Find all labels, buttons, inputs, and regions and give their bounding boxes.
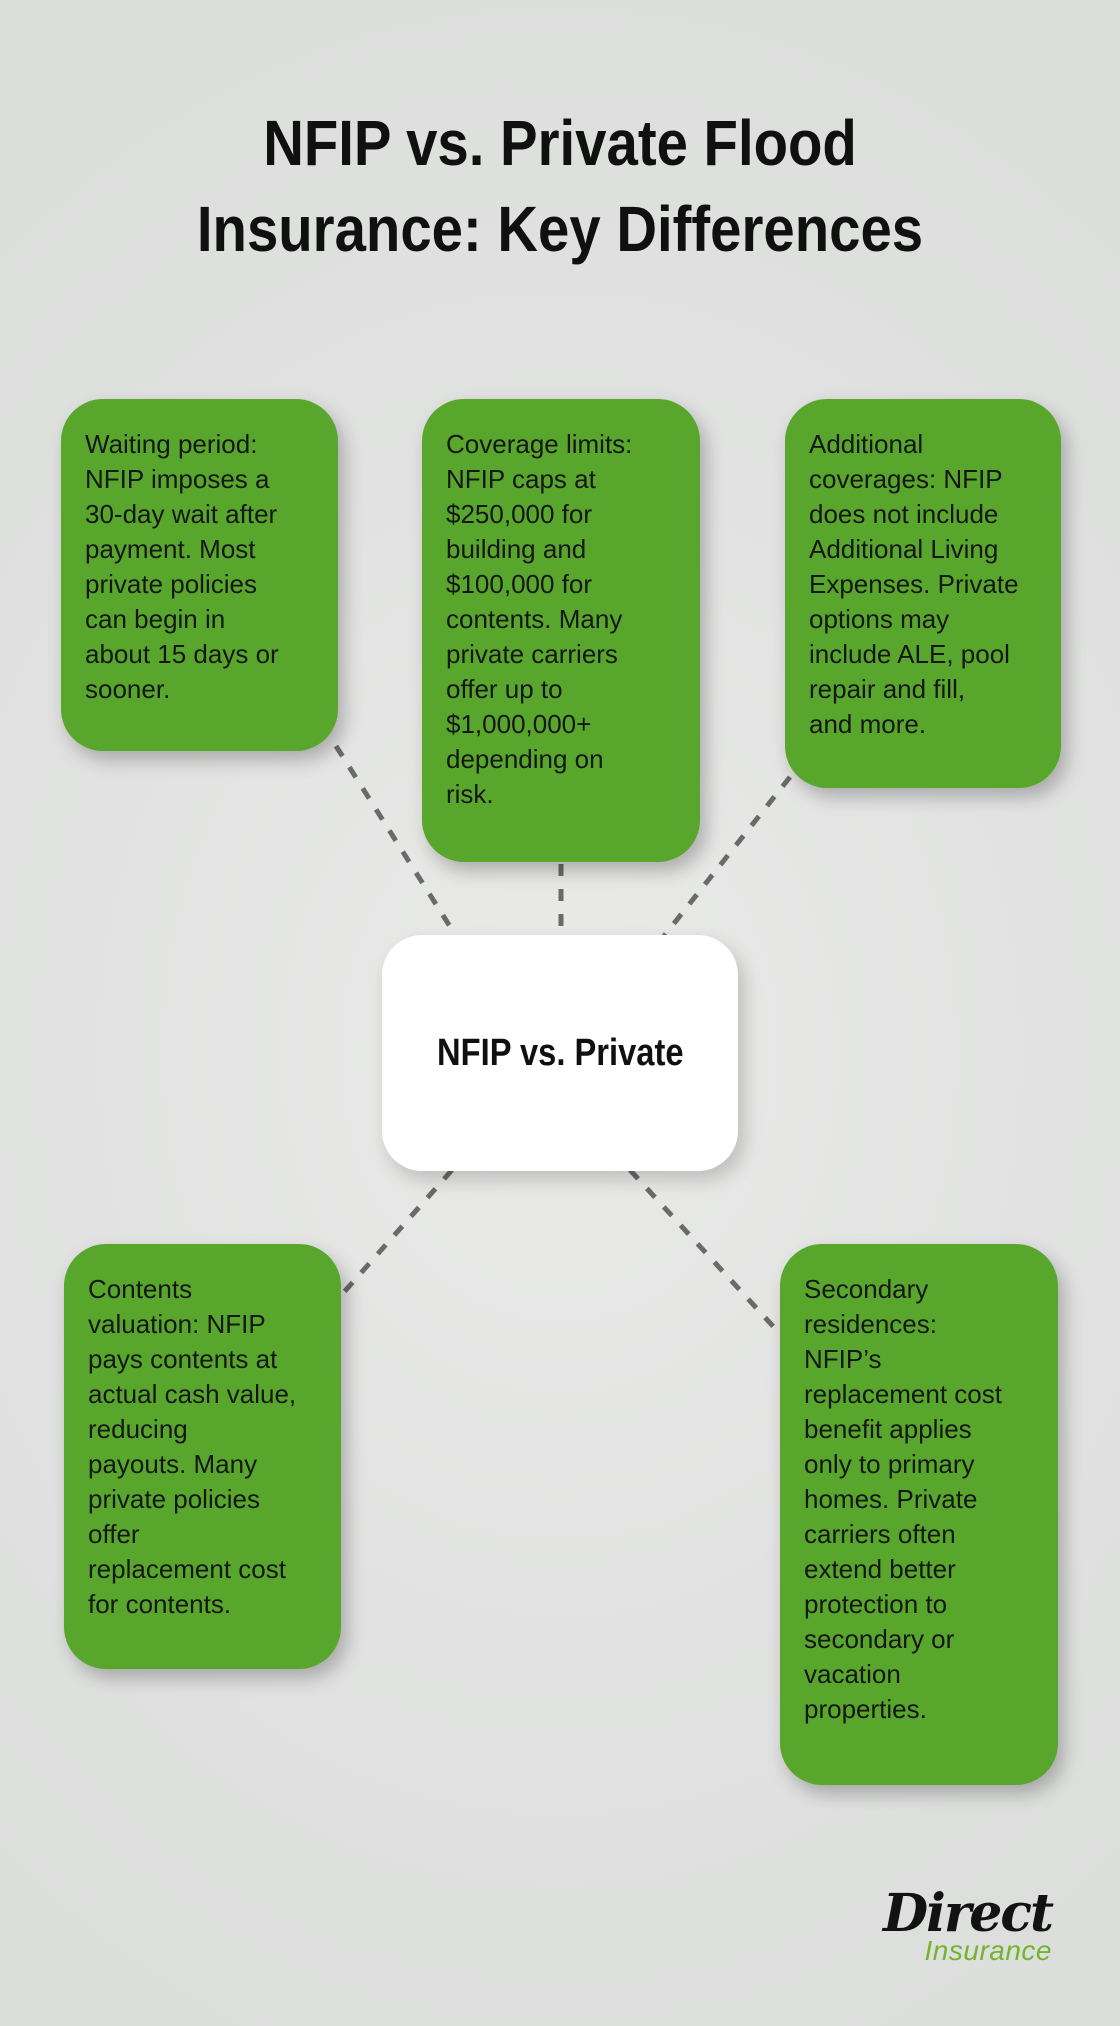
logo-direct-wordmark: Direct xyxy=(882,1883,1054,1944)
info-box-waiting-period: Waiting period: NFIP imposes a 30-day wa… xyxy=(61,399,338,751)
center-node-card: NFIP vs. Private xyxy=(382,935,738,1171)
connector-bottom-left xyxy=(335,1168,454,1302)
info-box-secondary-residences-text: Secondary residences: NFIP’s replacement… xyxy=(804,1274,1002,1724)
info-box-additional-coverages: Additional coverages: NFIP does not incl… xyxy=(785,399,1061,788)
center-node-label: NFIP vs. Private xyxy=(436,1031,684,1074)
info-box-coverage-limits: Coverage limits: NFIP caps at $250,000 f… xyxy=(422,399,700,862)
brand-logo: Direct Insurance xyxy=(882,1883,1054,1966)
info-box-waiting-period-text: Waiting period: NFIP imposes a 30-day wa… xyxy=(85,429,279,704)
info-box-secondary-residences: Secondary residences: NFIP’s replacement… xyxy=(780,1244,1058,1785)
page-title: NFIP vs. Private Flood Insurance: Key Di… xyxy=(196,107,924,265)
logo-insurance-wordmark: Insurance xyxy=(924,1935,1052,1966)
info-box-coverage-limits-text: Coverage limits: NFIP caps at $250,000 f… xyxy=(446,429,633,809)
info-box-contents-valuation: Contents valuation: NFIP pays contents a… xyxy=(64,1244,341,1669)
info-box-contents-valuation-text: Contents valuation: NFIP pays contents a… xyxy=(88,1274,297,1619)
info-box-additional-coverages-text: Additional coverages: NFIP does not incl… xyxy=(809,429,1019,739)
connector-bottom-right xyxy=(628,1168,784,1338)
